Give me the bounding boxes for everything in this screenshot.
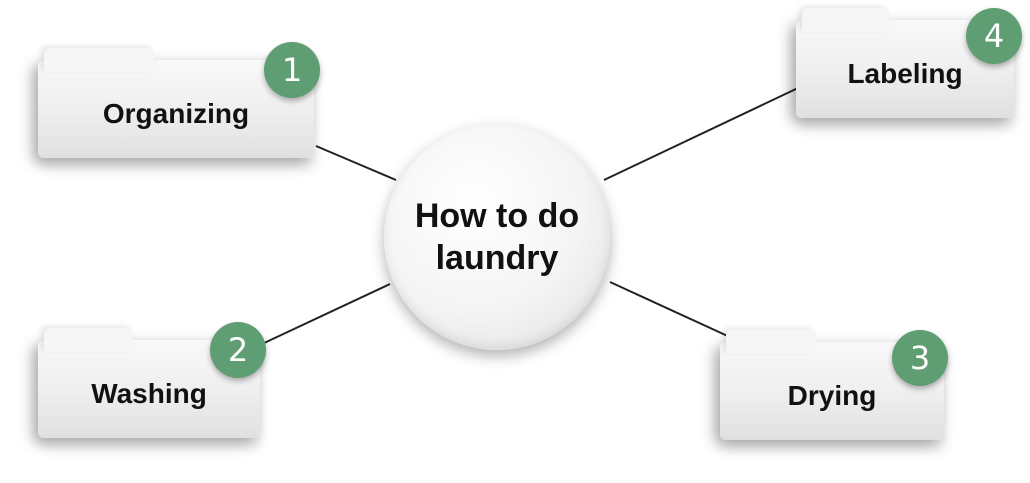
central-topic-title: How to do laundry bbox=[414, 197, 580, 277]
central-topic-circle: How to do laundry bbox=[384, 124, 610, 350]
connector-organizing bbox=[315, 145, 397, 181]
step-label-washing: Washing bbox=[91, 378, 207, 409]
step-label-drying: Drying bbox=[787, 380, 877, 411]
step-label-organizing: Organizing bbox=[102, 98, 250, 129]
connector-labeling bbox=[603, 87, 799, 181]
step-number-badge-4: 4 bbox=[966, 8, 1022, 64]
step-number-badge-2: 2 bbox=[210, 322, 266, 378]
step-card-washing: Washing bbox=[38, 328, 260, 438]
step-number-badge-3: 3 bbox=[892, 330, 948, 386]
connector-washing bbox=[261, 283, 391, 345]
step-label-labeling: Labeling bbox=[847, 58, 963, 89]
connector-drying bbox=[609, 281, 733, 339]
step-number-badge-1: 1 bbox=[264, 42, 320, 98]
